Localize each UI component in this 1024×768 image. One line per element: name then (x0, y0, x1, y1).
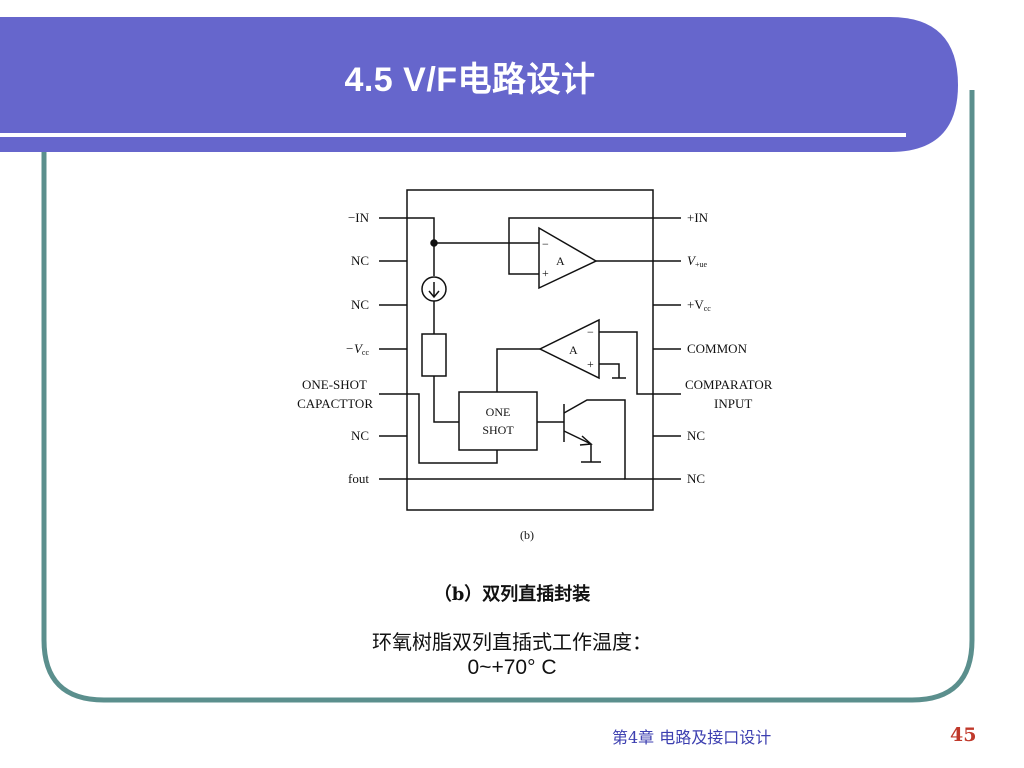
header-underline (0, 133, 906, 137)
label-plus-vcc-sub: cc (704, 304, 712, 313)
resistor (421, 333, 447, 377)
amp-bottom-plus: + (587, 357, 594, 371)
label-vout: V+ue (687, 253, 707, 269)
header-bar (0, 17, 958, 152)
amp-bottom-minus: − (587, 325, 594, 339)
page-number: 45 (950, 724, 977, 746)
diagram-sublabel: (b) (520, 528, 534, 542)
label-nc1: NC (351, 253, 369, 268)
label-comparator-2: INPUT (714, 396, 752, 411)
content-border (41, 90, 975, 703)
label-plus-vcc-main: +V (687, 297, 704, 312)
label-nc4: NC (687, 428, 705, 443)
amp-top-label: A (556, 254, 565, 268)
label-vout-sub: +ue (695, 260, 708, 269)
label-nc2: NC (351, 297, 369, 312)
label-minus-vcc: −Vcc (345, 341, 369, 357)
label-minus-vcc-main: −V (345, 341, 364, 356)
amp-bottom-label: A (569, 343, 578, 357)
slide-title: 4.5 V/F电路设计 (344, 61, 596, 99)
one-shot-block (458, 391, 538, 451)
label-common: COMMON (687, 341, 748, 356)
label-plus-vcc: +Vcc (687, 297, 711, 313)
footer-chapter: 第4章 电路及接口设计 (612, 728, 772, 747)
label-one-shot-cap-2: CAPACTTOR (297, 396, 373, 411)
one-shot-label-1: ONE (486, 405, 511, 419)
amp-top-triangle (538, 226, 598, 290)
description-line-2: 0~+70° C (467, 656, 557, 679)
circuit-diagram: −IN NC NC −Vcc ONE-SHOT CAPACTTOR NC fou… (297, 189, 773, 542)
label-nc3: NC (351, 428, 369, 443)
label-one-shot-cap-1: ONE-SHOT (302, 377, 367, 392)
circuit-figure: −IN NC NC −Vcc ONE-SHOT CAPACTTOR NC fou… (269, 166, 810, 560)
label-nc5: NC (687, 471, 705, 486)
label-fout: fout (348, 471, 369, 486)
amp-top-plus: + (542, 266, 549, 280)
label-plus-in: +IN (687, 210, 709, 225)
label-vout-main: V (687, 253, 697, 268)
description-line-1: 环氧树脂双列直插式工作温度： (372, 630, 652, 654)
label-minus-in: −IN (348, 210, 370, 225)
chip-body (406, 189, 654, 511)
label-comparator-1: COMPARATOR (685, 377, 773, 392)
one-shot-label-2: SHOT (482, 423, 514, 437)
amp-top-minus: − (542, 237, 549, 251)
figure-caption: （b）双列直插封装 (433, 584, 591, 605)
amp-bottom-triangle (538, 318, 600, 380)
label-minus-vcc-sub: cc (362, 348, 370, 357)
